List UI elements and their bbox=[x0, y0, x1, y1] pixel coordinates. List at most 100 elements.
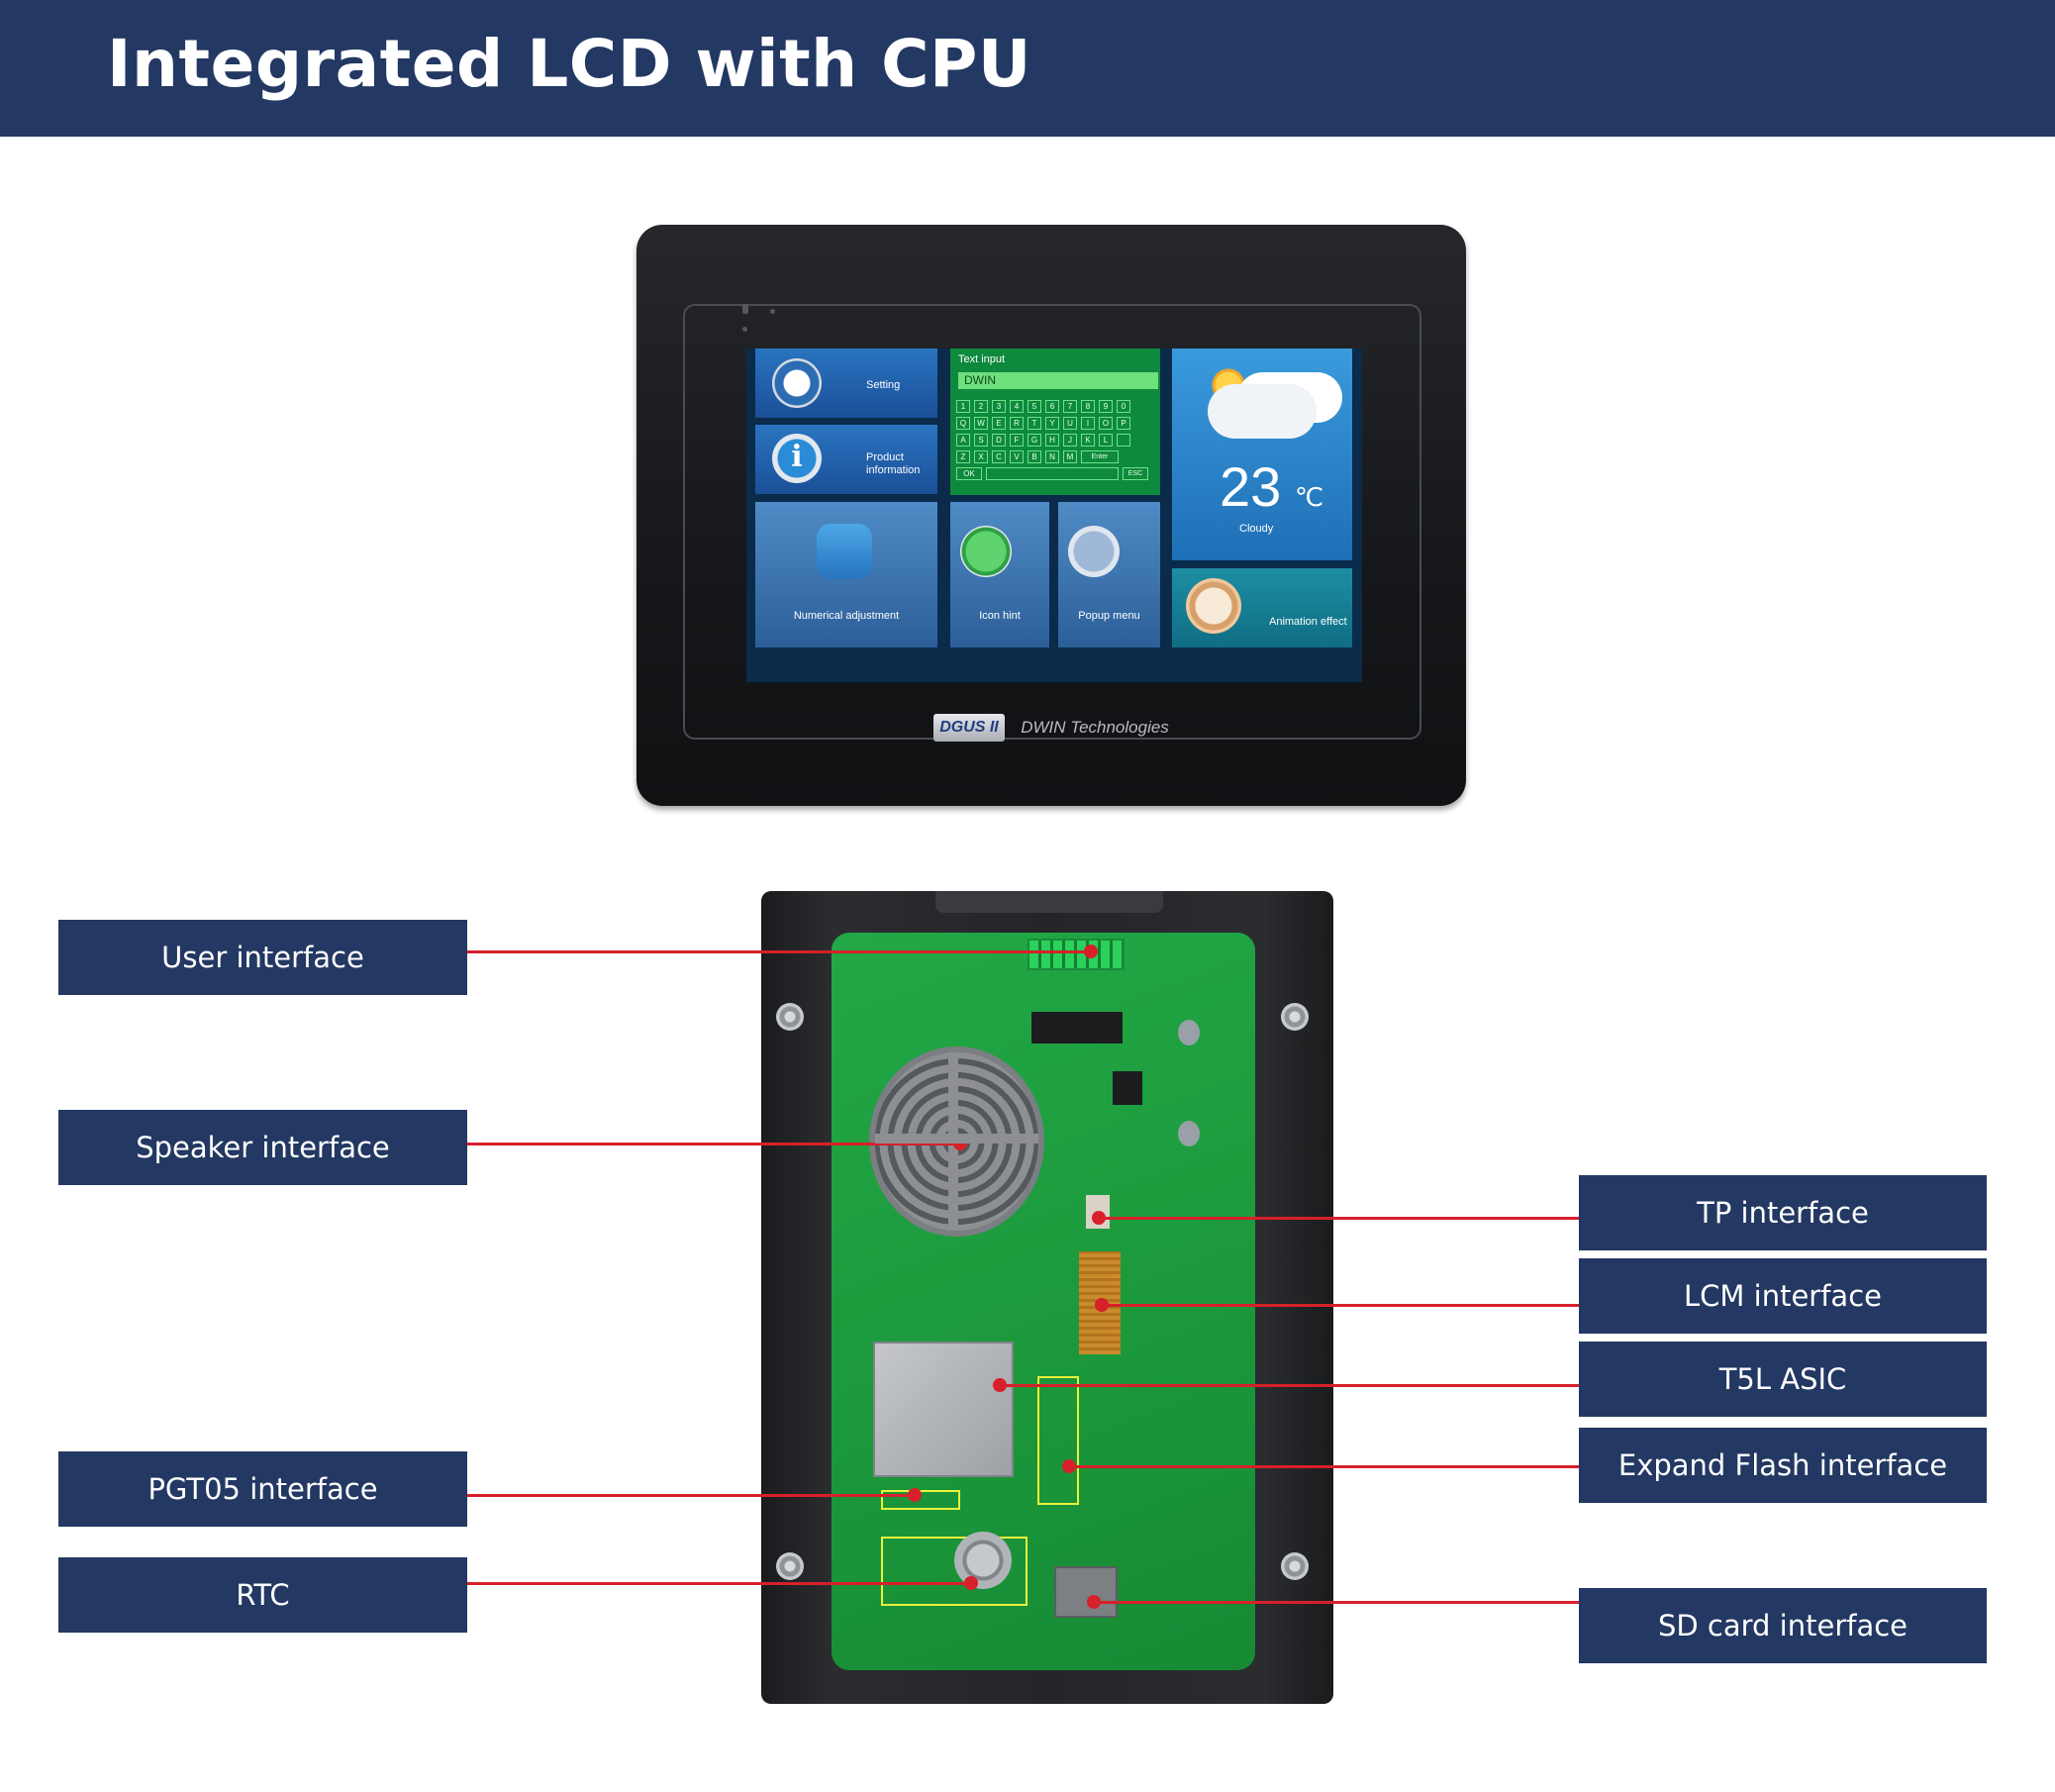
bezel-frame bbox=[683, 304, 1421, 740]
keyboard-key: ESC bbox=[1123, 467, 1148, 480]
weather-label: Cloudy bbox=[1239, 523, 1274, 535]
keyboard-key: 0 bbox=[1117, 400, 1130, 413]
leader-tp-interface bbox=[1099, 1217, 1579, 1220]
marker-user-interface bbox=[1084, 945, 1098, 958]
callout-sd-card-interface: SD card interface bbox=[1579, 1588, 1987, 1663]
tile-numerical-adjustment-label: Numerical adjustment bbox=[793, 610, 900, 622]
keyboard-key: Y bbox=[1045, 417, 1059, 430]
keyboard-key: U bbox=[1063, 417, 1077, 430]
leader-user-interface bbox=[467, 950, 1091, 953]
keyboard-key: L bbox=[1099, 434, 1113, 447]
leader-sd-card-interface bbox=[1094, 1601, 1579, 1604]
lcd-screen: Setting Product information Text input D… bbox=[746, 348, 1362, 682]
tile-animation-effect-label: Animation effect bbox=[1269, 616, 1347, 628]
gear-icon bbox=[772, 358, 822, 408]
capacitor bbox=[1178, 1020, 1200, 1045]
keyboard-key: X bbox=[974, 450, 988, 463]
keyboard-key bbox=[986, 467, 1119, 480]
keyboard-key: T bbox=[1028, 417, 1041, 430]
keyboard-key: G bbox=[1028, 434, 1041, 447]
leader-rtc bbox=[467, 1582, 972, 1585]
info-icon bbox=[772, 434, 822, 483]
keyboard-key: H bbox=[1045, 434, 1059, 447]
keyboard-key: 4 bbox=[1010, 400, 1024, 413]
leader-pgt05-interface bbox=[467, 1494, 915, 1497]
callout-lcm-interface: LCM interface bbox=[1579, 1258, 1987, 1334]
temperature-unit: ℃ bbox=[1295, 482, 1324, 512]
user-interface-connector bbox=[1028, 939, 1125, 970]
keyboard-key: O bbox=[1099, 417, 1113, 430]
leader-expand-flash-interface bbox=[1069, 1465, 1579, 1468]
touch-icon bbox=[1186, 578, 1241, 634]
tile-setting: Setting bbox=[755, 348, 937, 418]
keyboard-key: F bbox=[1010, 434, 1024, 447]
keyboard-key: 7 bbox=[1063, 400, 1077, 413]
dgus-logo: DGUS II bbox=[933, 714, 1005, 742]
layers-icon bbox=[1068, 526, 1120, 577]
tile-numerical-adjustment: Numerical adjustment bbox=[755, 502, 937, 647]
callout-speaker-interface: Speaker interface bbox=[58, 1110, 467, 1185]
keyboard-key: Z bbox=[956, 450, 970, 463]
screw-icon bbox=[776, 1003, 804, 1031]
keyboard-key: Q bbox=[956, 417, 970, 430]
ic-chip bbox=[1113, 1071, 1142, 1105]
sd-card-slot bbox=[1054, 1566, 1118, 1618]
keyboard-key: 2 bbox=[974, 400, 988, 413]
connector-block bbox=[1031, 1012, 1123, 1044]
keyboard-key: I bbox=[1081, 417, 1095, 430]
callout-expand-flash-interface: Expand Flash interface bbox=[1579, 1428, 1987, 1503]
tile-product-information-label: Product information bbox=[866, 451, 921, 476]
keyboard-key: 5 bbox=[1028, 400, 1041, 413]
keyboard-key: S bbox=[974, 434, 988, 447]
indicator-leds bbox=[742, 301, 802, 332]
keyboard-key: D bbox=[992, 434, 1006, 447]
t5l-asic-shield bbox=[873, 1342, 1014, 1477]
expand-flash-footprint bbox=[1037, 1376, 1079, 1505]
keyboard-key: 9 bbox=[1099, 400, 1113, 413]
rtc-battery bbox=[954, 1532, 1012, 1589]
keyboard-key: 6 bbox=[1045, 400, 1059, 413]
keyboard-key: R bbox=[1010, 417, 1024, 430]
callout-user-interface: User interface bbox=[58, 920, 467, 995]
window-icon bbox=[960, 526, 1012, 577]
brand-name: DWIN Technologies bbox=[1021, 718, 1169, 737]
marker-lcm-interface bbox=[1095, 1298, 1109, 1312]
marker-pgt05-interface bbox=[908, 1488, 922, 1502]
tile-icon-hint: Icon hint bbox=[950, 502, 1049, 647]
temperature-value: 23 bbox=[1220, 455, 1282, 518]
keyboard-key: 3 bbox=[992, 400, 1006, 413]
callout-rtc: RTC bbox=[58, 1557, 467, 1633]
marker-rtc bbox=[964, 1576, 978, 1590]
brand-bar: DGUS II DWIN Technologies bbox=[636, 714, 1466, 742]
tile-weather: 23 ℃ Cloudy bbox=[1172, 348, 1352, 560]
screw-icon bbox=[776, 1552, 804, 1580]
leader-lcm-interface bbox=[1102, 1304, 1579, 1307]
keyboard-key: 1 bbox=[956, 400, 970, 413]
pcb-board bbox=[832, 933, 1255, 1670]
lcd-front-photo: Setting Product information Text input D… bbox=[636, 225, 1466, 806]
tile-popup-menu: Popup menu bbox=[1058, 502, 1160, 647]
keyboard-key: M bbox=[1063, 450, 1077, 463]
marker-expand-flash-interface bbox=[1062, 1459, 1076, 1473]
rtc-footprint bbox=[881, 1537, 1028, 1606]
leader-speaker-interface bbox=[467, 1143, 961, 1145]
keyboard-key: J bbox=[1063, 434, 1077, 447]
callout-t5l-asic: T5L ASIC bbox=[1579, 1342, 1987, 1417]
keyboard-key: N bbox=[1045, 450, 1059, 463]
keyboard-key: P bbox=[1117, 417, 1130, 430]
text-input-title: Text input bbox=[958, 353, 1006, 365]
text-input-field: DWIN bbox=[958, 372, 1158, 389]
keyboard-key: C bbox=[992, 450, 1006, 463]
page-title: Integrated LCD with CPU bbox=[107, 26, 1031, 102]
keyboard-key: B bbox=[1028, 450, 1041, 463]
screw-icon bbox=[1281, 1552, 1309, 1580]
keyboard-key: A bbox=[956, 434, 970, 447]
tile-animation-effect: Animation effect bbox=[1172, 568, 1352, 647]
tile-icon-hint-label: Icon hint bbox=[979, 610, 1021, 622]
keyboard-key: W bbox=[974, 417, 988, 430]
